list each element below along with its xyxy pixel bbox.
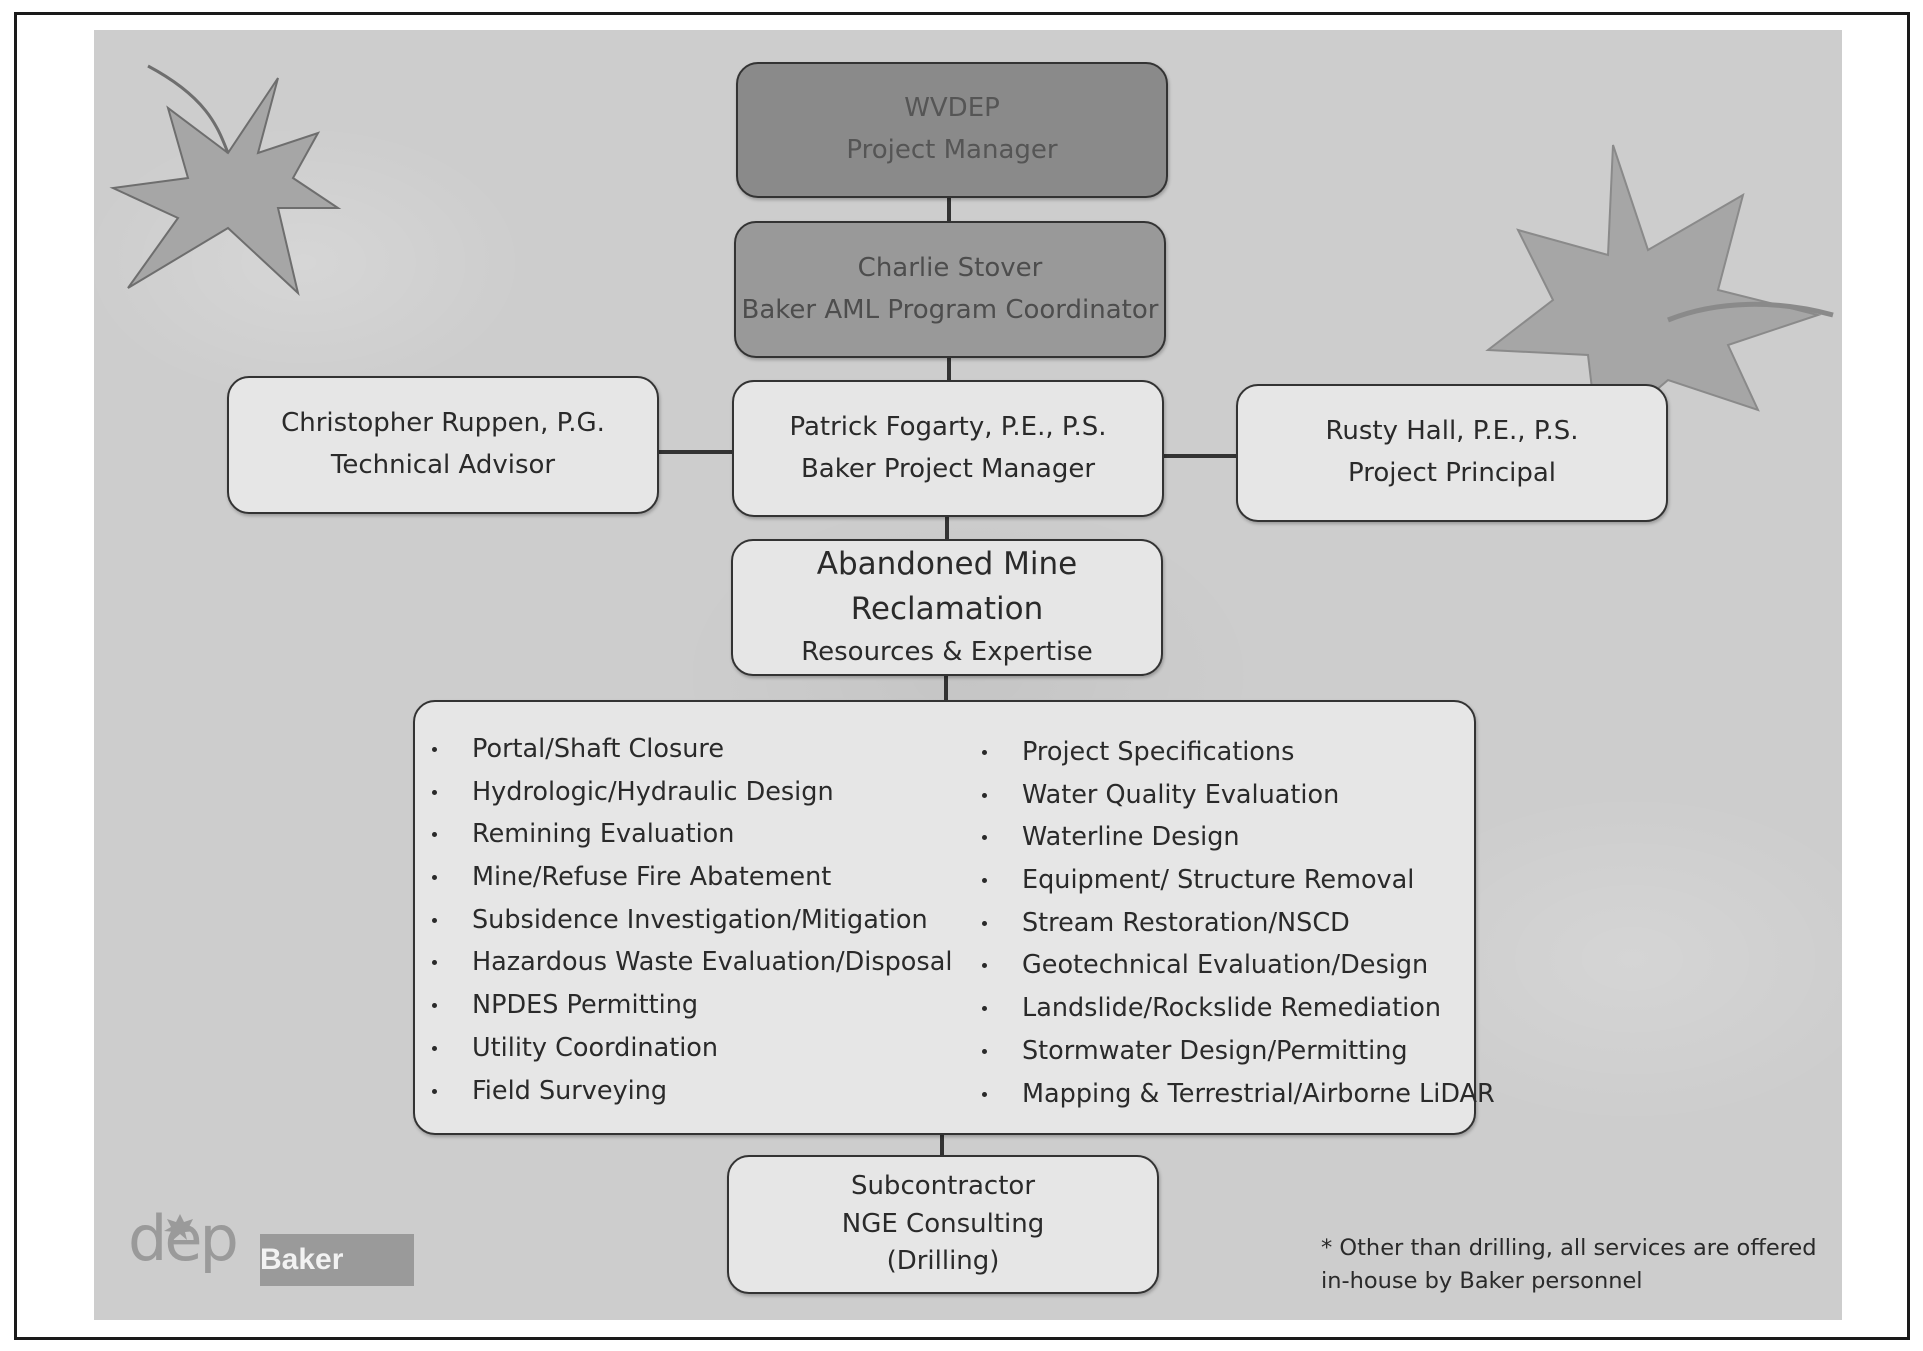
list-item: Portal/Shaft Closure [415, 728, 952, 771]
services-list-box: Portal/Shaft Closure Hydrologic/Hydrauli… [413, 700, 1495, 1135]
person-title: Baker Project Manager [800, 453, 1096, 484]
baker-logo: Baker [260, 1234, 414, 1286]
wvdep-project-manager-box: WVDEP Project Manager [736, 62, 1168, 198]
person-title: Project Principal [1347, 458, 1556, 488]
subcontractor-line-1: Subcontractor [850, 1170, 1036, 1201]
list-item: Equipment/ Structure Removal [965, 859, 1495, 902]
connector-line [1163, 454, 1237, 458]
program-coordinator-box: Charlie Stover Baker AML Program Coordin… [734, 221, 1166, 358]
list-item: Landslide/Rockslide Remediation [965, 987, 1495, 1030]
services-right-list: Project Specifications Water Quality Eva… [965, 731, 1495, 1115]
list-item: Project Specifications [965, 731, 1495, 774]
dep-leaf-icon [164, 1214, 196, 1240]
connector-line [945, 516, 949, 540]
footnote-line-2: in-house by Baker personnel [1321, 1268, 1643, 1294]
person-name: Charlie Stover [857, 252, 1043, 283]
footnote: * Other than drilling, all services are … [1321, 1232, 1817, 1298]
connector-line [940, 1133, 944, 1157]
services-left-list: Portal/Shaft Closure Hydrologic/Hydrauli… [415, 728, 952, 1112]
dep-logo: dep [128, 1202, 239, 1275]
list-item: Geotechnical Evaluation/Design [965, 944, 1495, 987]
aml-title: Abandoned Mine Reclamation [816, 545, 1078, 627]
person-name: Patrick Fogarty, P.E., P.S. [789, 411, 1107, 442]
footnote-line-1: * Other than drilling, all services are … [1321, 1235, 1817, 1261]
page-border [14, 12, 1910, 1340]
project-manager-box: Patrick Fogarty, P.E., P.S. Baker Projec… [732, 380, 1164, 517]
person-title: Technical Advisor [330, 450, 556, 480]
person-title: Baker AML Program Coordinator [741, 294, 1159, 325]
maple-leaf-icon [1485, 144, 1834, 440]
connector-line [658, 450, 734, 454]
list-item: NPDES Permitting [415, 984, 952, 1027]
person-name: Christopher Ruppen, P.G. [281, 408, 605, 439]
box-line-1: WVDEP [904, 93, 1000, 124]
list-item: Field Surveying [415, 1070, 952, 1113]
project-principal-box: Rusty Hall, P.E., P.S. Project Principal [1236, 384, 1668, 522]
list-item: Hazardous Waste Evaluation/Disposal [415, 941, 952, 984]
technical-advisor-box: Christopher Ruppen, P.G. Technical Advis… [227, 376, 659, 514]
maple-leaf-icon [109, 64, 342, 296]
subcontractor-line-3: (Drilling) [886, 1246, 1000, 1277]
list-item: Mine/Refuse Fire Abatement [415, 856, 952, 899]
box-line-2: Project Manager [846, 135, 1058, 165]
list-item: Hydrologic/Hydraulic Design [415, 771, 952, 814]
aml-subtitle: Resources & Expertise [801, 636, 1093, 667]
aml-resources-box: Abandoned Mine Reclamation Resources & E… [731, 539, 1163, 676]
list-item: Stream Restoration/NSCD [965, 902, 1495, 945]
list-item: Subsidence Investigation/Mitigation [415, 899, 952, 942]
subcontractor-line-2: NGE Consulting [841, 1208, 1045, 1239]
list-item: Stormwater Design/Permitting [965, 1030, 1495, 1073]
person-name: Rusty Hall, P.E., P.S. [1325, 416, 1579, 447]
list-item: Water Quality Evaluation [965, 774, 1495, 817]
connector-line [947, 357, 951, 381]
connector-line [944, 675, 948, 702]
baker-logo-text: Baker [260, 1243, 344, 1276]
connector-line [947, 198, 951, 223]
list-item: Waterline Design [965, 816, 1495, 859]
subcontractor-box: Subcontractor NGE Consulting (Drilling) [727, 1155, 1159, 1294]
list-item: Remining Evaluation [415, 813, 952, 856]
list-item: Utility Coordination [415, 1027, 952, 1070]
list-item: Mapping & Terrestrial/Airborne LiDAR [965, 1073, 1495, 1116]
